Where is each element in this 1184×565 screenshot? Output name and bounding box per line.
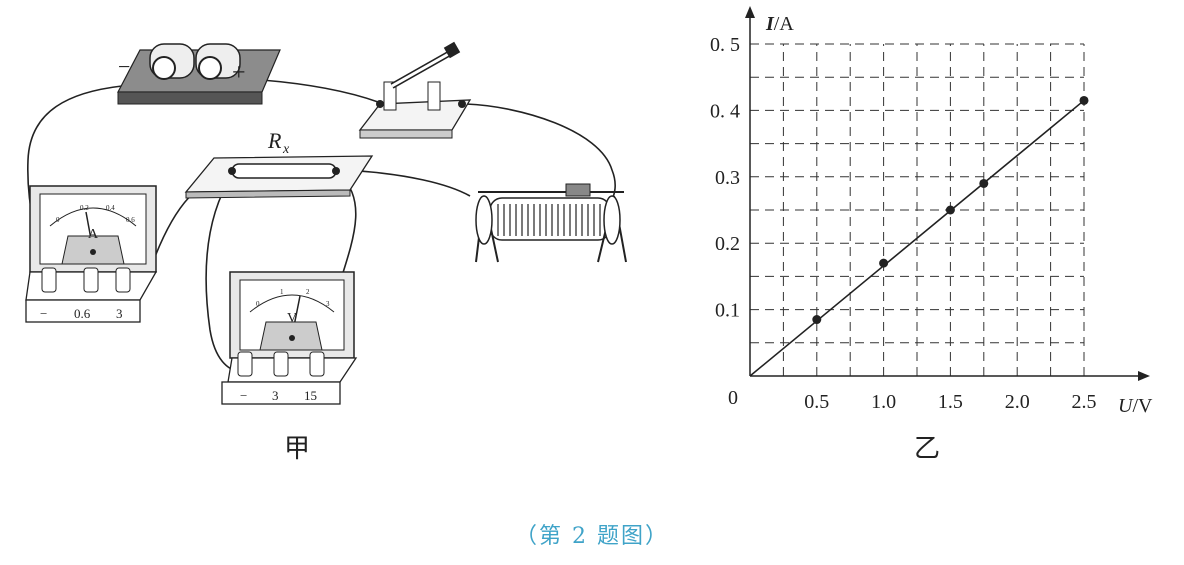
y-axis-label: I/A [765, 13, 794, 35]
ammeter-scale-0: 0 [56, 216, 60, 224]
tick-labels: 0.5 1.0 1.5 2.0 2.5 0. 5 0. 4 0.3 0.2 0.1 [710, 34, 1097, 413]
y-tick-label: 0. 5 [710, 34, 740, 56]
knife-switch [358, 41, 472, 139]
x-axis-var: U [1118, 395, 1134, 417]
x-tick-label: 2.0 [1005, 391, 1030, 413]
voltmeter-terminal-neg: − [240, 388, 247, 403]
data-point [945, 205, 955, 215]
y-axis-var: I [765, 13, 775, 35]
figure-caption: （第 2 题图） [515, 524, 669, 549]
origin-label: 0 [728, 387, 738, 409]
ammeter-terminal-3: 3 [116, 306, 123, 321]
data-point [979, 178, 989, 188]
y-tick-label: 0. 4 [710, 100, 740, 122]
battery-plus-label: + [232, 60, 246, 86]
circuit-diagram: − + R x [25, 41, 627, 405]
x-axis-arrow [1138, 371, 1150, 381]
figure-label-yi: 乙 [914, 434, 941, 464]
voltmeter [221, 271, 358, 405]
iu-chart: 0.5 1.0 1.5 2.0 2.5 0. 5 0. 4 0.3 0.2 0.1 0 I/A U… [710, 6, 1153, 417]
ammeter-scale-2: 0.4 [106, 204, 115, 212]
fit-line [749, 99, 1085, 377]
resistor-subscript: x [282, 142, 290, 157]
x-tick-label: 2.5 [1072, 391, 1097, 413]
x-tick-label: 0.5 [804, 391, 829, 413]
battery-minus-label: − [118, 54, 130, 79]
data-points [812, 95, 1089, 325]
y-axis-arrow [745, 6, 755, 18]
resistor-board [184, 155, 374, 199]
ammeter [25, 185, 158, 323]
rheostat [475, 183, 627, 263]
ammeter-scale-3: 0.6 [126, 216, 135, 224]
x-tick-label: 1.0 [871, 391, 896, 413]
data-point [1079, 95, 1089, 105]
voltmeter-symbol: V [287, 311, 297, 326]
voltmeter-scale-1: 1 [280, 288, 284, 296]
ammeter-symbol: A [88, 227, 99, 242]
figure-label-jia: 甲 [284, 434, 311, 464]
voltmeter-terminal-15: 15 [304, 388, 317, 403]
voltmeter-terminal-3: 3 [272, 388, 279, 403]
y-axis-unit: /A [774, 13, 795, 35]
voltmeter-scale-3: 3 [326, 300, 330, 308]
fit-line-group [749, 99, 1085, 377]
wire-resistor-voltmeter [205, 174, 241, 373]
data-point [812, 315, 822, 325]
x-axis-unit: /V [1132, 395, 1153, 417]
chart-grid [750, 43, 1085, 376]
chart-axes [745, 6, 1150, 381]
x-axis-label: U/V [1118, 395, 1153, 417]
ammeter-scale-1: 0.2 [80, 204, 89, 212]
y-tick-label: 0.3 [715, 167, 740, 189]
voltmeter-scale-2: 2 [306, 288, 310, 296]
voltmeter-scale-0: 0 [256, 300, 260, 308]
y-tick-label: 0.1 [715, 300, 740, 322]
ammeter-terminal-neg: − [40, 306, 47, 321]
y-tick-label: 0.2 [715, 233, 740, 255]
battery [117, 43, 281, 105]
x-tick-label: 1.5 [938, 391, 963, 413]
ammeter-terminal-0.6: 0.6 [74, 306, 91, 321]
wire-battery-switch [261, 79, 379, 103]
resistor-label: R [267, 128, 282, 153]
data-point [879, 258, 889, 268]
